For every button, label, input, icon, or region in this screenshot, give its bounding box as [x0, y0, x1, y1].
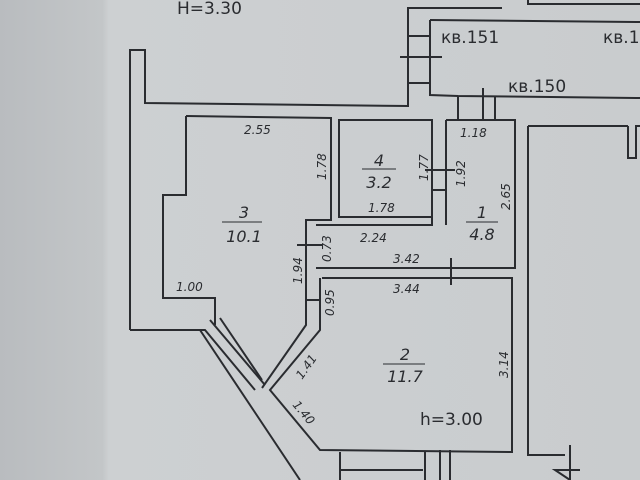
room-1-label: 1 4.8 [466, 203, 498, 244]
dimension: 0.95 [323, 289, 337, 316]
room-area: 10.1 [226, 227, 262, 246]
dimension: 3.42 [393, 252, 420, 266]
walls [129, 0, 640, 480]
dimension: 3.44 [393, 282, 420, 296]
dimension: 3.14 [497, 351, 511, 378]
neighbor-apartment-1: кв.1 [603, 28, 640, 48]
room-area: 11.7 [387, 367, 423, 386]
ceiling-height-label: H=3.30 [177, 0, 242, 19]
dimension: 1.92 [454, 160, 468, 187]
dimension: 2.65 [499, 183, 513, 210]
room-number: 4 [374, 151, 384, 170]
dimension: 1.78 [368, 201, 395, 215]
dimension: 1.77 [417, 154, 431, 181]
room-number: 3 [239, 203, 249, 222]
dimension: 2.55 [244, 123, 271, 137]
dimension: 1.18 [460, 126, 487, 140]
room-3-label: 3 10.1 [222, 203, 262, 246]
room-area: 4.8 [469, 225, 494, 244]
room-height-label: h=3.00 [420, 410, 483, 430]
room-2-label: 2 11.7 [383, 345, 425, 386]
neighbor-apartment-150: кв.150 [508, 77, 566, 97]
dimension: 2.24 [360, 231, 387, 245]
dimension: 0.73 [320, 235, 334, 262]
room-4-label: 4 3.2 [362, 151, 396, 192]
dimension: 1.00 [176, 280, 203, 294]
dimension-labels: 2.55 1.78 1.78 1.77 1.92 1.18 2.65 2.24 … [176, 123, 513, 428]
room-number: 2 [400, 345, 410, 364]
neighbor-apartment-151: кв.151 [441, 28, 499, 48]
dimension: 1.78 [315, 153, 329, 180]
room-area: 3.2 [366, 173, 391, 192]
room-number: 1 [477, 203, 487, 222]
dimension: 1.94 [291, 257, 305, 284]
